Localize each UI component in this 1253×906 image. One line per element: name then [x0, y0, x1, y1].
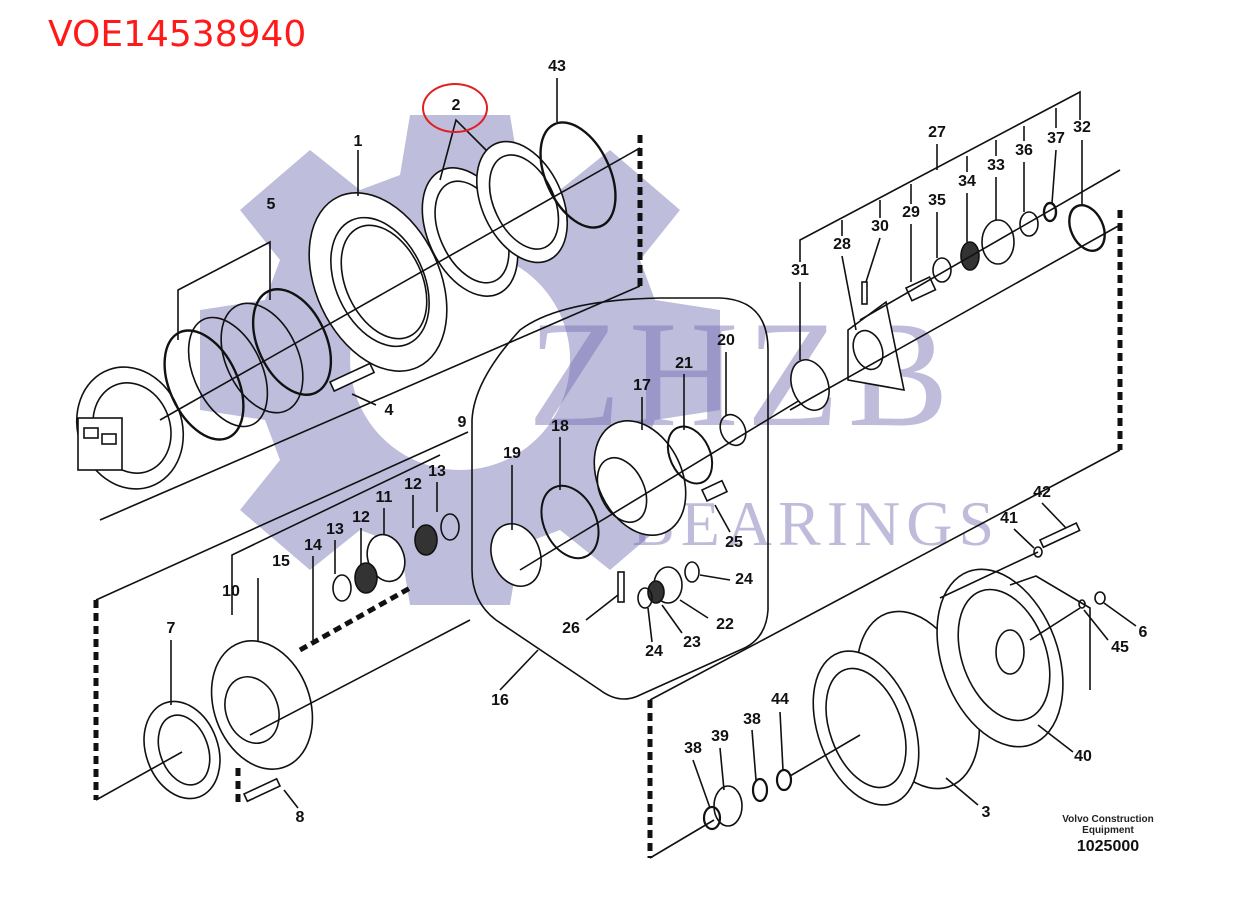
callout-19[interactable]: 19: [503, 445, 521, 462]
callout-20[interactable]: 20: [717, 332, 735, 349]
callout-42[interactable]: 42: [1033, 484, 1051, 501]
callout-3[interactable]: 3: [981, 804, 991, 821]
callout-26[interactable]: 26: [562, 620, 580, 637]
brand-line-1: Volvo Construction: [1062, 814, 1154, 825]
callout-11[interactable]: 11: [375, 489, 393, 506]
callout-36[interactable]: 36: [1015, 142, 1033, 159]
callout-6[interactable]: 6: [1138, 624, 1148, 641]
callout-45[interactable]: 45: [1111, 639, 1129, 656]
callout-17[interactable]: 17: [633, 377, 651, 394]
callout-9[interactable]: 9: [457, 414, 467, 431]
callout-5[interactable]: 5: [266, 196, 276, 213]
callout-18[interactable]: 18: [551, 418, 569, 435]
callout-37[interactable]: 37: [1047, 130, 1065, 147]
callout-2[interactable]: 2: [451, 97, 461, 114]
callout-21[interactable]: 21: [675, 355, 693, 372]
callout-23[interactable]: 23: [683, 634, 701, 651]
callout-16[interactable]: 16: [491, 692, 509, 709]
callout-40[interactable]: 40: [1074, 748, 1092, 765]
part-number-title: VOE14538940: [48, 14, 307, 55]
callout-34[interactable]: 34: [958, 173, 976, 190]
callout-38[interactable]: 38: [684, 740, 702, 757]
callout-35[interactable]: 35: [928, 192, 946, 209]
callout-15[interactable]: 15: [272, 553, 290, 570]
callout-28[interactable]: 28: [833, 236, 851, 253]
callout-24[interactable]: 24: [735, 571, 753, 588]
drawing-number: 1025000: [1076, 838, 1140, 855]
callout-13[interactable]: 13: [428, 463, 446, 480]
callout-43[interactable]: 43: [548, 58, 566, 75]
callout-27[interactable]: 27: [928, 124, 946, 141]
watermark-text-small: BEARINGS: [632, 488, 1001, 559]
callout-12[interactable]: 12: [352, 509, 370, 526]
callout-7[interactable]: 7: [166, 620, 176, 637]
callout-33[interactable]: 33: [987, 157, 1005, 174]
callout-14[interactable]: 14: [304, 537, 322, 554]
callout-44[interactable]: 44: [771, 691, 789, 708]
callout-25[interactable]: 25: [725, 534, 743, 551]
callout-32[interactable]: 32: [1073, 119, 1091, 136]
callout-1[interactable]: 1: [353, 133, 363, 150]
callout-10[interactable]: 10: [222, 583, 240, 600]
callout-22[interactable]: 22: [716, 616, 734, 633]
brand-label: Volvo Construction Equipment: [1062, 814, 1153, 836]
callout-38[interactable]: 38: [743, 711, 761, 728]
highlight-circle: [422, 83, 488, 133]
callout-41[interactable]: 41: [1000, 510, 1018, 527]
callout-12[interactable]: 12: [404, 476, 422, 493]
callout-4[interactable]: 4: [384, 402, 394, 419]
callout-39[interactable]: 39: [711, 728, 729, 745]
callout-24[interactable]: 24: [645, 643, 663, 660]
callout-31[interactable]: 31: [791, 262, 809, 279]
callout-8[interactable]: 8: [295, 809, 305, 826]
brand-line-2: Equipment: [1082, 825, 1134, 836]
callout-29[interactable]: 29: [902, 204, 920, 221]
callout-30[interactable]: 30: [871, 218, 889, 235]
hydraulic-motor: [75, 366, 185, 490]
callout-13[interactable]: 13: [326, 521, 344, 538]
